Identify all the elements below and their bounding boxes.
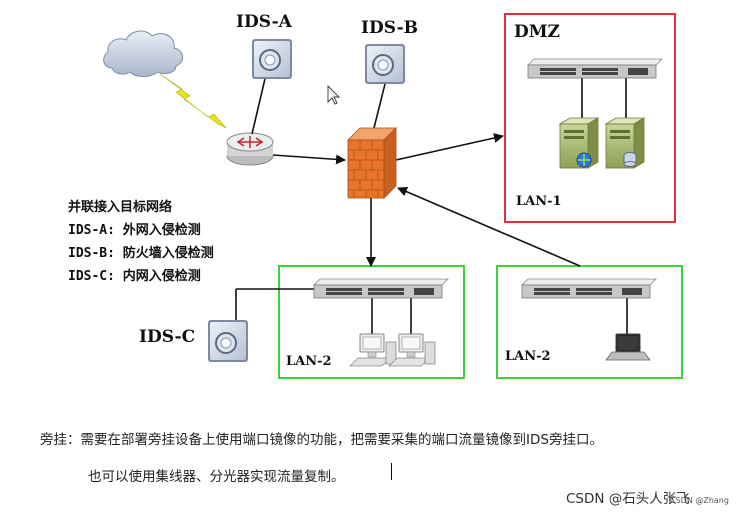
lan2-right-switch-icon: [521, 278, 657, 299]
lan1-label: LAN-1: [516, 194, 562, 209]
dmz-switch-icon: [527, 58, 663, 79]
ids-c-label: IDS-C: [139, 327, 196, 347]
legend-line: IDS-B: 防火墙入侵检测: [68, 246, 214, 261]
lan2-switch-icon: [313, 278, 449, 299]
legend-line: 并联接入目标网络: [68, 200, 173, 215]
dmz-label: DMZ: [514, 22, 560, 42]
csdn-watermark-small: CSDN @Zhang: [670, 496, 729, 505]
caption-line-2: 也可以使用集线器、分光器实现流量复制。: [88, 469, 345, 485]
firewall-to-dmz-arrow: [395, 133, 504, 161]
mouse-cursor-icon: [327, 84, 341, 105]
lan2-left-label: LAN-2: [286, 354, 332, 369]
internet-cloud-icon: [103, 30, 183, 77]
database-server-icon: [604, 117, 646, 169]
caption-line-1: 旁挂：需要在部署旁挂设备上使用端口镜像的功能，把需要采集的端口流量镜像到IDS旁…: [40, 432, 603, 448]
ids-a-label: IDS-A: [236, 12, 292, 32]
router-icon: [226, 132, 274, 166]
legend-line: IDS-A: 外网入侵检测: [68, 223, 201, 238]
ids-b-label: IDS-B: [361, 18, 419, 38]
lan2-right-label: LAN-2: [505, 349, 551, 364]
legend-block: 并联接入目标网络 IDS-A: 外网入侵检测 IDS-B: 防火墙入侵检测 ID…: [68, 196, 214, 288]
text-cursor: [391, 463, 392, 480]
ids-c-sensor-icon: [208, 320, 248, 362]
web-server-icon: [558, 117, 600, 169]
workstation-icon: [349, 333, 397, 367]
dmz-zone: [504, 13, 676, 223]
firewall-icon: [347, 127, 397, 199]
workstation-icon: [388, 333, 436, 367]
ids-b-sensor-icon: [365, 44, 405, 84]
lan2-right-to-firewall-arrow: [397, 186, 581, 267]
laptop-icon: [605, 333, 651, 361]
lan2-right-zone: [496, 265, 683, 379]
router-to-firewall-arrow: [272, 154, 346, 165]
csdn-watermark: CSDN @石头人张飞: [566, 491, 690, 507]
ids-a-sensor-icon: [252, 39, 292, 79]
legend-line: IDS-C: 内网入侵检测: [68, 269, 201, 284]
wan-link-bolt-icon: [159, 73, 227, 129]
